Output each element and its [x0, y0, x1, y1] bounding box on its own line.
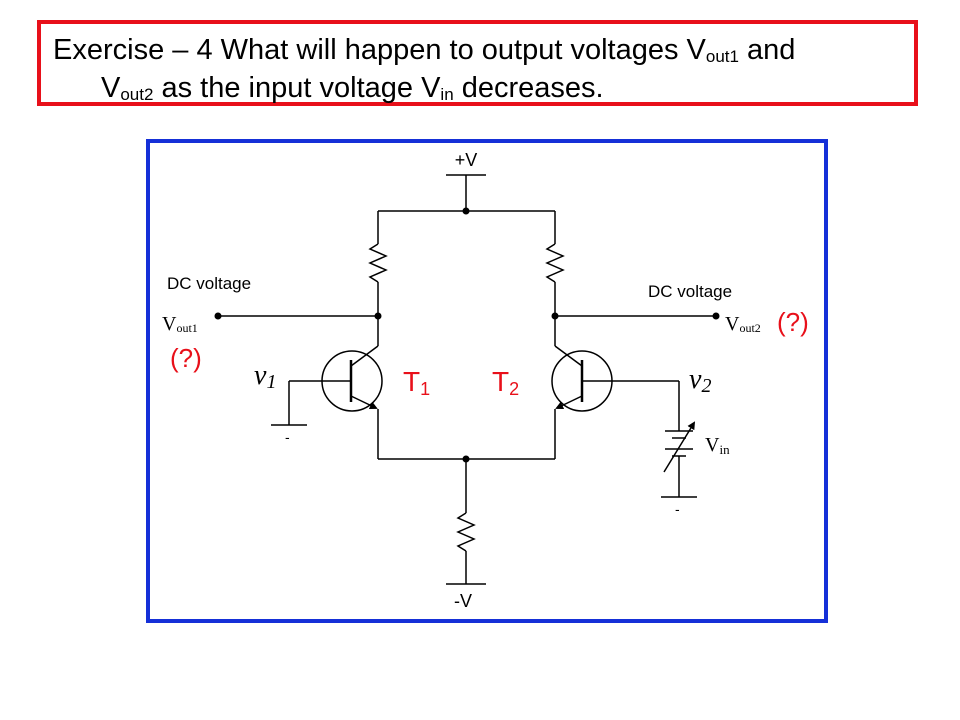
question-subscript: out2 — [120, 85, 154, 104]
vout1-terminal — [214, 312, 222, 320]
question-subscript: in — [440, 85, 454, 104]
supply-negative-label: -V — [454, 591, 472, 611]
t2-emitter — [555, 395, 583, 410]
v2-label: v2 — [689, 364, 711, 397]
junction-dot — [462, 207, 470, 215]
tail-resistor — [456, 512, 476, 552]
vout1-label: Vout1 — [162, 313, 198, 335]
t1-emitter — [350, 395, 378, 410]
t1-collector — [350, 345, 379, 367]
vout2-label: Vout2 — [725, 313, 761, 335]
t1-label: T1 — [403, 366, 430, 399]
question-text: Exercise – 4 What will happen to output … — [53, 31, 913, 107]
vout2-terminal — [712, 312, 720, 320]
collector-resistor-right — [545, 243, 565, 283]
t2-collector — [554, 345, 583, 367]
junction-dot — [462, 455, 470, 463]
question-part: decreases. — [453, 72, 604, 104]
junction-dot — [551, 312, 559, 320]
dc-voltage-label-left: DC voltage — [167, 274, 251, 293]
vin-label: Vin — [705, 434, 730, 457]
question-part: V — [101, 72, 121, 104]
supply-positive-label: +V — [455, 150, 478, 170]
circuit-frame — [146, 139, 828, 623]
vin-variable-arrow — [663, 421, 696, 473]
question-part: and — [738, 34, 796, 66]
v1-label: v1 — [254, 360, 276, 393]
dc-voltage-label-right: DC voltage — [648, 282, 732, 301]
question-part: as the input voltage V — [153, 72, 441, 104]
ground-mark-left: - — [285, 429, 290, 445]
question-box: Exercise – 4 What will happen to output … — [37, 20, 918, 106]
t2-label: T2 — [492, 366, 519, 399]
ground-mark-right: - — [675, 501, 680, 517]
question-subscript: out1 — [705, 47, 739, 66]
question-part: Exercise – 4 What will happen to output … — [53, 34, 706, 66]
unknown-vout1: (?) — [170, 343, 202, 373]
junction-dot — [374, 312, 382, 320]
collector-resistor-left — [368, 243, 388, 283]
unknown-vout2: (?) — [777, 307, 809, 337]
